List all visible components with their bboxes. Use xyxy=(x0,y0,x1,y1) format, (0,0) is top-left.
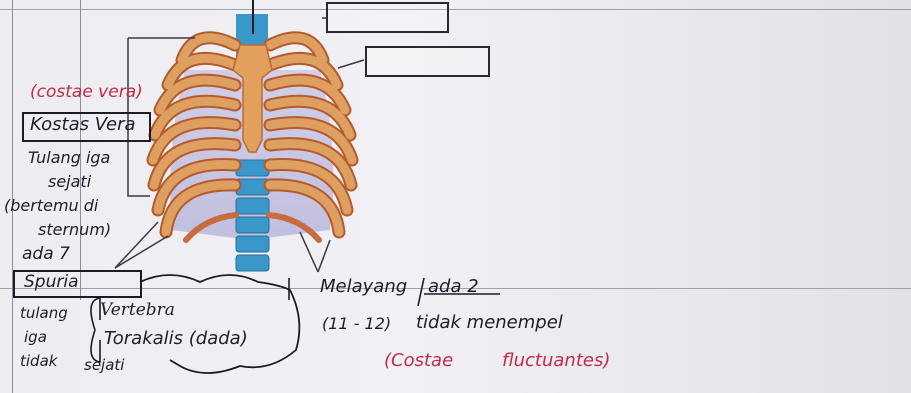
tidak-menempel-note: tidak menempel xyxy=(416,312,563,333)
kostas-vera-label: Kostas Vera xyxy=(30,114,136,135)
torakalis-note: Torakalis (dada) xyxy=(104,328,248,349)
costae-vera-note: (costae vera) xyxy=(30,82,143,102)
sejati-note: sejati xyxy=(48,172,91,191)
ada-2-note: ada 2 xyxy=(428,276,479,297)
ada-7-note: ada 7 xyxy=(22,244,70,264)
melayang-note: Melayang xyxy=(320,276,407,297)
sejati2-note: sejati xyxy=(84,356,124,374)
sternum-note: sternum) xyxy=(38,220,111,239)
tulang-iga-note: Tulang iga xyxy=(28,148,110,167)
tulang-note: tulang xyxy=(20,304,68,322)
vertebra-brace xyxy=(91,298,100,362)
costae-paren-note: (Costae xyxy=(384,350,453,371)
iga-note: iga xyxy=(24,328,47,346)
tidak-note: tidak xyxy=(20,352,57,370)
fluctuantes-note: fluctuantes) xyxy=(502,350,610,371)
range-note: (11 - 12) xyxy=(322,314,391,333)
vertebra-note: Vertebra xyxy=(100,300,175,320)
vertebra-cloud xyxy=(140,275,299,373)
label-box-second[interactable] xyxy=(365,46,490,77)
spuria-label: Spuria xyxy=(24,272,79,292)
melayang-divider xyxy=(418,278,424,306)
label-box-top[interactable] xyxy=(326,2,449,33)
bertemu-note: (bertemu di xyxy=(4,196,98,215)
